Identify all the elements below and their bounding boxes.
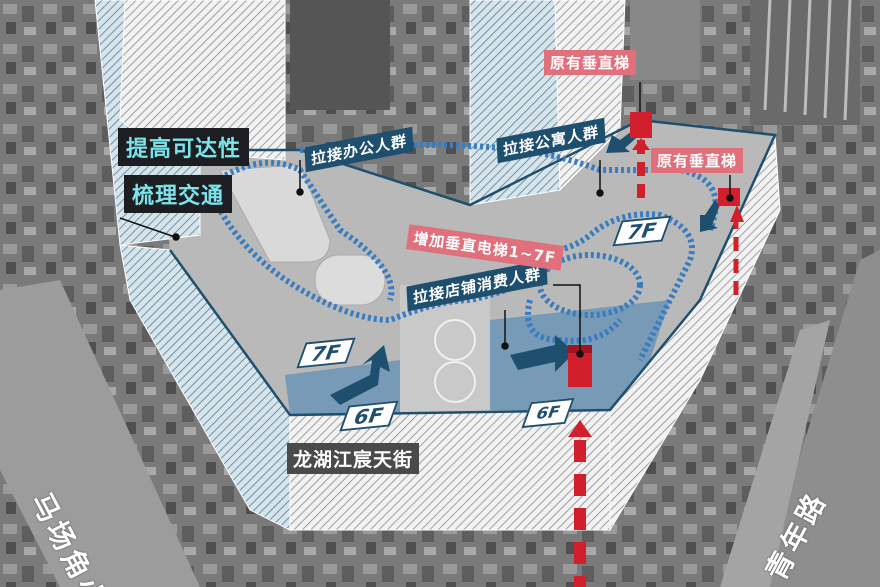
headline-line2: 梳理交通 [124,175,233,213]
headline-line1: 提高可达性 [118,128,250,166]
label-existing-elevator-top: 原有垂直梯 [544,50,637,75]
label-existing-elevator-right: 原有垂直梯 [651,148,744,173]
project-name: 龙湖江宸天街 [287,443,420,474]
leader-lines [119,82,734,358]
existing-elevator-top [630,112,652,205]
